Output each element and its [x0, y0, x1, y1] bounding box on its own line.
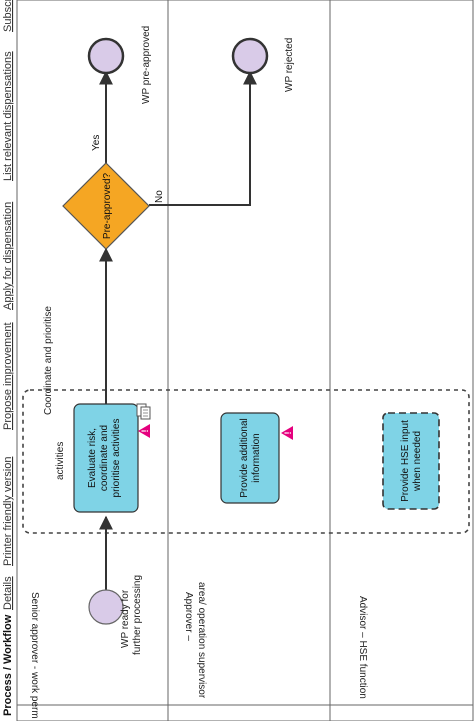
svg-text:!: !: [283, 432, 293, 435]
nav-link-list-dispensations[interactable]: List relevant dispensations: [2, 51, 14, 181]
start-event: [88, 589, 124, 625]
lane-label-approver-part1: Approver –: [183, 592, 194, 641]
task-evaluate-line1: Evaluate risk,: [87, 428, 98, 488]
warning-icon[interactable]: !: [281, 426, 293, 440]
nav-bar: Process / Workflow Details Printer frien…: [2, 0, 14, 716]
end-event-rejected: [231, 37, 269, 75]
gateway-label: Pre-approved?: [102, 172, 113, 239]
task-hse-input[interactable]: [382, 412, 440, 510]
nav-link-subscribe[interactable]: Subscribe: [2, 0, 14, 32]
end-event-pre-approved: [87, 37, 125, 75]
nav-link-apply-dispensation[interactable]: Apply for dispensation: [2, 202, 14, 310]
end-event-rejected-label: WP rejected: [284, 38, 295, 92]
gateway-no-label: No: [154, 190, 165, 203]
group-label-line2: activities: [55, 442, 66, 480]
start-event-label-line2: further processing: [132, 575, 143, 655]
flow-no: [149, 70, 257, 206]
warning-icon[interactable]: !: [138, 424, 150, 438]
start-event-label-line1: WP ready for: [120, 589, 131, 648]
nav-link-propose-improvement[interactable]: Propose improvement: [2, 322, 14, 430]
task-provide-info[interactable]: [220, 412, 280, 504]
task-hse-input-line2: when needed: [412, 431, 423, 492]
nav-title: Process / Workflow: [2, 614, 14, 716]
lane-label-senior-approver: Senior approver - work perm: [29, 592, 40, 719]
task-evaluate-line2: coordinate and: [99, 425, 110, 491]
nav-link-printer-friendly[interactable]: Printer friendly version: [2, 457, 14, 566]
gateway-yes-label: Yes: [91, 135, 102, 151]
connectors: [99, 70, 257, 590]
coordinate-group: [22, 389, 470, 534]
end-event-pre-approved-label: WP pre-approved: [141, 26, 152, 104]
task-evaluate-line3: prioritise activities: [111, 419, 122, 498]
group-label-line1: Coordinate and prioritise: [43, 306, 54, 415]
lane-label-approver-part2: area/ operation supervisor: [196, 582, 207, 699]
task-provide-info-line2: information: [251, 433, 262, 482]
task-hse-input-line1: Provide HSE input: [400, 420, 411, 502]
lane-label-advisor: Advisor – HSE function: [357, 596, 368, 699]
gateway-pre-approved[interactable]: [62, 162, 150, 250]
task-evaluate[interactable]: [73, 403, 139, 513]
task-provide-info-line1: Provide additional: [239, 418, 250, 498]
document-icon: [136, 403, 151, 420]
svg-text:!: !: [140, 430, 150, 433]
swimlanes: [16, 0, 474, 722]
nav-link-details[interactable]: Details: [2, 576, 14, 610]
